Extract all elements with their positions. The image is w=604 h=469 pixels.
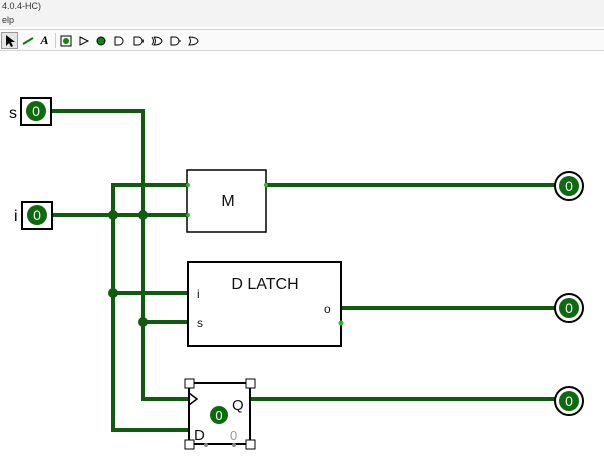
output-pin-2[interactable]: 0 [554,293,584,323]
ff-extra: 0 [230,428,237,443]
text-tool-glyph: A [40,33,49,47]
not-gate-tool-icon[interactable] [92,32,109,49]
latch-port-i: i [197,287,200,301]
selection-handles [184,378,256,450]
menu-bar: elp [0,13,604,27]
junction-dot [108,210,118,220]
toolbar-separator [55,33,56,48]
output-pin-1[interactable]: 0 [554,171,584,201]
output-pin-3[interactable]: 0 [554,386,584,416]
pin-i-value: 0 [33,207,41,223]
wire-tool-icon[interactable] [19,32,36,49]
nand-gate-tool-icon[interactable] [148,32,165,49]
text-tool-icon[interactable]: A [36,32,53,49]
input-i-label: i [14,208,18,225]
output-1-value: 0 [565,178,573,194]
and-gate-tool-icon[interactable] [110,32,127,49]
select-tool-icon[interactable] [1,32,18,49]
latch-title: D LATCH [231,276,298,293]
input-s-label: s [9,105,17,122]
wires [50,109,558,432]
toolbar: A [0,29,604,51]
junction-dot [138,317,148,327]
d-latch-component[interactable]: D LATCH i s o [187,261,344,347]
mux-component[interactable]: M [186,169,268,233]
mux-label: M [221,193,234,210]
circuit-drawing: 0 0 M D LATCH i s o 0 Q D [20,97,584,450]
wire-i-branch[interactable] [111,183,190,432]
output-pin-tool-icon[interactable] [75,32,92,49]
input-pin-s[interactable]: 0 [20,97,52,126]
ff-state: 0 [215,408,222,423]
wire-s[interactable] [50,109,190,401]
menu-item-help[interactable]: elp [2,15,15,25]
nor-gate-tool-icon[interactable] [166,32,183,49]
input-pin-i[interactable]: 0 [21,201,53,230]
flip-flop-component[interactable]: 0 Q D 0 [184,378,256,450]
or-gate-tool-icon[interactable] [129,32,146,49]
pin-s-value: 0 [32,103,40,119]
circuit-canvas[interactable]: 0 0 M D LATCH i s o 0 Q D [0,51,604,464]
ff-d-label: D [194,427,205,444]
output-2-value: 0 [565,300,573,316]
xor-gate-tool-icon[interactable] [184,32,201,49]
junctions [108,210,148,327]
latch-port-o: o [324,302,331,316]
junction-dot [138,210,148,220]
junction-dot [108,288,118,298]
input-pin-tool-icon[interactable] [57,32,74,49]
latch-port-s: s [197,316,203,330]
ff-q-label: Q [232,397,244,414]
window-title: 4.0.4-HC) [0,0,604,13]
output-3-value: 0 [565,393,573,409]
